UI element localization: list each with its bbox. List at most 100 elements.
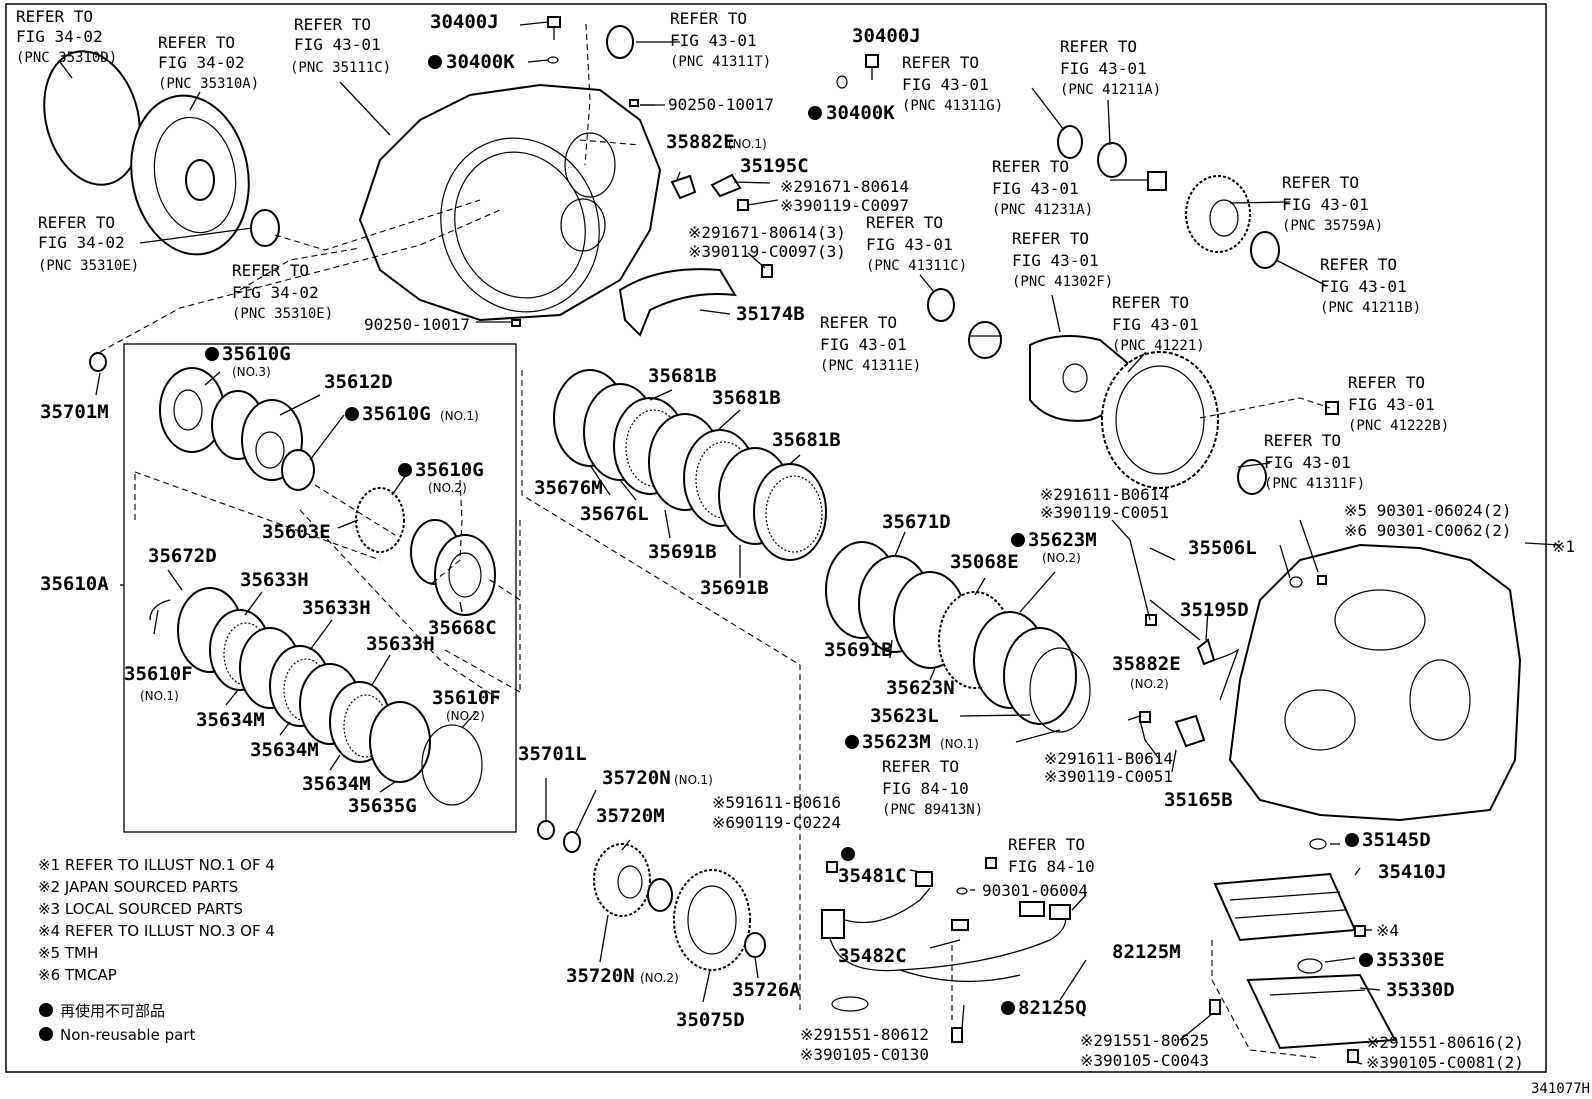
label-35610G-3-no: (NO.3) — [232, 365, 271, 379]
label-82125Q: 82125Q — [1018, 997, 1087, 1019]
svg-text:FIG 34-02: FIG 34-02 — [158, 53, 245, 72]
gasket-35330E — [1297, 958, 1323, 974]
pin-90250-a — [629, 99, 639, 107]
refer-callout-35111C: REFER TO FIG 43-01 (PNC 35111C) — [290, 15, 391, 76]
label-35330D: 35330D — [1386, 979, 1455, 1001]
svg-text:REFER TO: REFER TO — [1348, 373, 1425, 392]
cover-35174B — [618, 268, 737, 337]
seal-41311T — [606, 25, 634, 59]
label-91671-a: ※291671-80614 — [780, 177, 909, 196]
label-35610F-2-no: (NO.2) — [446, 709, 485, 723]
label-35633H-c: 35633H — [366, 633, 435, 655]
label-35482C: 35482C — [838, 945, 907, 967]
washer-30400K-a — [547, 56, 559, 64]
diagram-frame — [5, 3, 1547, 1073]
non-reusable-marker — [845, 735, 859, 749]
svg-text:(PNC 41311F): (PNC 41311F) — [1264, 476, 1365, 492]
label-35330E: 35330E — [1376, 949, 1445, 971]
refer-callout-41221: REFER TO FIG 43-01 (PNC 41221) — [1112, 293, 1205, 354]
label-35691B-b: 35691B — [700, 577, 769, 599]
label-30400J-a: 30400J — [430, 11, 499, 33]
svg-text:FIG 43-01: FIG 43-01 — [1060, 59, 1147, 78]
svg-text:(PNC 41311E): (PNC 41311E) — [820, 358, 921, 374]
gear-35720M — [593, 843, 651, 917]
label-35195C: 35195C — [740, 155, 809, 177]
refer-callout-41311C: REFER TO FIG 43-01 (PNC 41311C) — [866, 213, 967, 274]
non-reusable-marker — [1001, 1001, 1015, 1015]
label-35720N-1-no: (NO.1) — [674, 773, 713, 787]
label-35623M-2: 35623M — [1028, 529, 1097, 551]
label-35610F-1-no: (NO.1) — [140, 689, 179, 703]
label-35882E-1-no: (NO.1) — [728, 137, 767, 151]
svg-text:FIG 43-01: FIG 43-01 — [820, 335, 907, 354]
label-35610G-3: 35610G — [222, 343, 291, 365]
label-35623M-1: 35623M — [862, 731, 931, 753]
transaxle-housing-illustration — [358, 83, 662, 322]
label-35671D: 35671D — [882, 511, 951, 533]
svg-text:FIG 43-01: FIG 43-01 — [1282, 195, 1369, 214]
label-30400K-b: 30400K — [826, 102, 895, 124]
snap-ring-35610F-1 — [149, 599, 171, 621]
label-90119-c0051-a: ※390119-C0051 — [1040, 503, 1169, 522]
label-35676L: 35676L — [580, 503, 649, 525]
label-82125M: 82125M — [1112, 941, 1181, 963]
svg-text:(PNC 41211B): (PNC 41211B) — [1320, 300, 1421, 316]
svg-text:REFER TO: REFER TO — [16, 7, 93, 26]
refer-callout-41211B: REFER TO FIG 43-01 (PNC 41211B) — [1320, 255, 1421, 316]
o-ring-35506L — [1289, 576, 1303, 588]
disc-35681B-c — [753, 463, 827, 561]
label-35603E: 35603E — [262, 521, 331, 543]
label-35623N: 35623N — [886, 677, 955, 699]
label-35676M: 35676M — [534, 477, 603, 499]
svg-text:FIG 84-10: FIG 84-10 — [1008, 857, 1095, 876]
non-reusable-marker — [1345, 833, 1359, 847]
label-35610G-2: 35610G — [415, 459, 484, 481]
svg-text:(PNC 41311T): (PNC 41311T) — [670, 54, 771, 70]
label-35612D: 35612D — [324, 371, 393, 393]
retainer-35668C — [434, 534, 496, 616]
label-35165B: 35165B — [1164, 789, 1233, 811]
retainer-35668C-inner — [448, 552, 482, 598]
oil-pump-illustration — [130, 94, 250, 256]
valve-body-35410J — [1213, 872, 1357, 942]
svg-text:REFER TO: REFER TO — [1264, 431, 1341, 450]
svg-text:REFER TO: REFER TO — [158, 33, 235, 52]
label-35635G: 35635G — [348, 795, 417, 817]
label-91551-80616: ※291551-80616(2) — [1366, 1033, 1524, 1052]
label-35691B-c: 35691B — [824, 639, 893, 661]
svg-text:REFER TO: REFER TO — [1320, 255, 1397, 274]
legend-jp-text: 再使用不可部品 — [60, 1002, 165, 1020]
non-reusable-marker — [345, 407, 359, 421]
refer-callout-41302F: REFER TO FIG 43-01 (PNC 41302F) — [1012, 229, 1113, 290]
label-30400J-b: 30400J — [852, 25, 921, 47]
legend-en-text: Non-reusable part — [60, 1026, 195, 1044]
label-35623M-2-no: (NO.2) — [1042, 551, 1081, 565]
ring-35720N-2 — [647, 878, 673, 912]
label-90119-a: ※390119-C0097 — [780, 196, 909, 215]
label-35610G-2-no: (NO.2) — [428, 481, 467, 495]
bolt-91611-0614-a — [1145, 614, 1157, 626]
label-35691B-a: 35691B — [648, 541, 717, 563]
svg-text:REFER TO: REFER TO — [820, 313, 897, 332]
refer-callout-35310D: REFER TO FIG 34-02 (PNC 35310D) — [16, 7, 117, 66]
piston-35623L — [1003, 627, 1077, 725]
plug-90301 — [1317, 575, 1327, 585]
refer-callout-41211A: REFER TO FIG 43-01 (PNC 41211A) — [1060, 37, 1161, 98]
svg-text:FIG 43-01: FIG 43-01 — [902, 75, 989, 94]
bolt-91671-a — [737, 199, 749, 211]
label-35481C: 35481C — [838, 865, 907, 887]
svg-text:FIG 34-02: FIG 34-02 — [232, 283, 319, 302]
svg-text:FIG 34-02: FIG 34-02 — [16, 27, 103, 46]
label-90105-c0130: ※390105-C0130 — [800, 1045, 929, 1064]
transaxle-assembly-illustration — [1228, 543, 1522, 822]
refer-callout-35310E-b: REFER TO FIG 34-02 (PNC 35310E) — [232, 261, 333, 322]
non-reusable-marker — [841, 847, 855, 861]
label-35681B-b: 35681B — [712, 387, 781, 409]
bolt-91611-0614-b — [1139, 711, 1151, 723]
pipe-35195D — [1213, 648, 1240, 701]
label-35720N-1: 35720N — [602, 767, 671, 789]
leader-lines — [59, 21, 1561, 1065]
svg-text:(PNC 41222B): (PNC 41222B) — [1348, 418, 1449, 434]
refer-callout-41311G: REFER TO FIG 43-01 (PNC 41311G) — [902, 53, 1003, 114]
svg-text:FIG 43-01: FIG 43-01 — [294, 35, 381, 54]
